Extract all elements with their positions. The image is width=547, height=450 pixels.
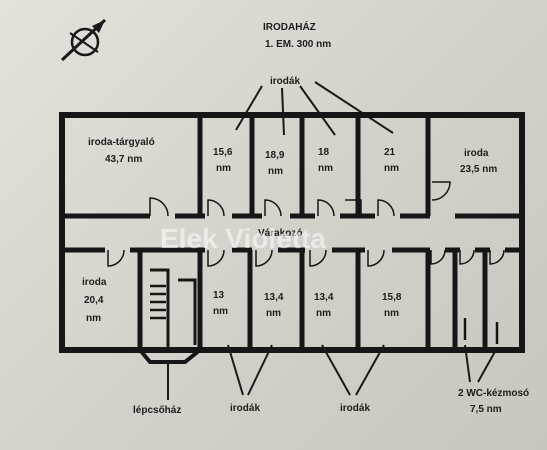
door-swings — [107, 181, 505, 267]
wc-fixtures — [463, 318, 499, 344]
room-5-unit: nm — [384, 163, 399, 174]
bottom-irodak-right-label: irodák — [340, 403, 370, 414]
wc-label: 2 WC-kézmosó — [458, 388, 529, 399]
corridor-label: Várakozó — [258, 228, 302, 239]
room-10-unit: nm — [316, 308, 331, 319]
room-10-value: 13,4 — [314, 292, 334, 303]
room-11-value: 15,8 — [382, 292, 402, 303]
room-iroda-targyalo-area: 43,7 nm — [105, 154, 142, 165]
room-7-name: iroda — [82, 277, 107, 288]
north-arrow-icon — [60, 18, 107, 62]
room-9-value: 13,4 — [264, 292, 284, 303]
room-3-unit: nm — [268, 166, 283, 177]
wc-area-label: 7,5 nm — [470, 404, 502, 415]
room-6-name: iroda — [464, 148, 489, 159]
plan-title: IRODAHÁZ — [263, 20, 316, 33]
outer-walls — [59, 112, 525, 353]
room-2-unit: nm — [216, 163, 231, 174]
room-5-value: 21 — [384, 147, 396, 158]
top-leader-lines — [235, 81, 394, 136]
room-8-unit: nm — [213, 306, 228, 317]
room-4-unit: nm — [318, 163, 333, 174]
room-3-value: 18,9 — [265, 150, 285, 161]
bottom-partitions — [137, 250, 488, 350]
room-7-value: 20,4 — [84, 295, 104, 306]
room-4-value: 18 — [318, 147, 330, 158]
plan-subtitle: 1. EM. 300 nm — [265, 39, 331, 50]
room-iroda-targyalo-name: iroda-tárgyaló — [88, 137, 155, 148]
top-irodak-label: irodák — [270, 76, 300, 87]
room-9-unit: nm — [266, 308, 281, 319]
bottom-irodak-left-label: irodák — [230, 403, 260, 414]
room-7-unit: nm — [86, 313, 101, 324]
room-8-value: 13 — [213, 290, 225, 301]
watermark-text: Elek Violetta — [160, 223, 326, 254]
top-partitions — [197, 115, 431, 216]
room-6-area: 23,5 nm — [460, 164, 497, 175]
stairs-label: lépcsőház — [133, 405, 181, 416]
room-2-value: 15,6 — [213, 147, 233, 158]
room-11-unit: nm — [384, 308, 399, 319]
bottom-leader-lines — [167, 344, 498, 400]
